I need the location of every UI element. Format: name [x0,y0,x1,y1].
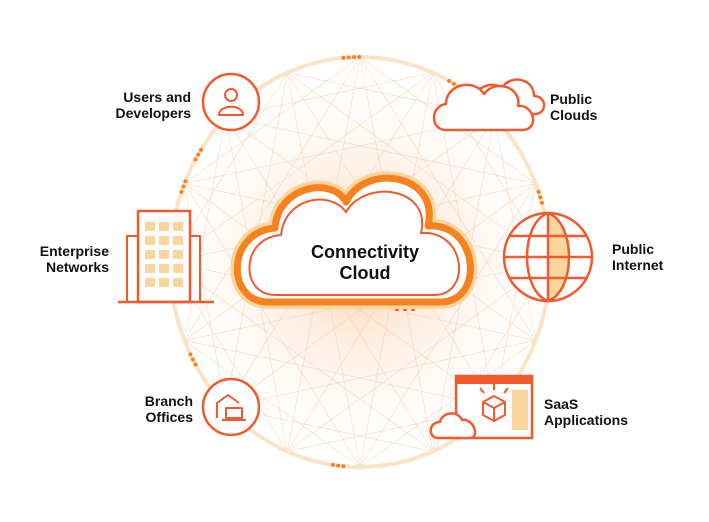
connector-dot [357,55,362,60]
building-window [145,278,155,287]
building-window [159,264,169,273]
app-window-box-icon [429,374,534,440]
clouds-label: Public Clouds [550,91,597,123]
connector-dot [188,352,193,357]
users-label-line2: Developers [115,105,191,121]
building-window [145,250,155,259]
connector-dot [193,157,198,162]
connector-dot [447,78,452,83]
saas-label: SaaS Applications [544,396,628,428]
mesh-line [225,72,433,118]
branch-node [201,377,261,437]
connector-dot [199,147,204,152]
building-window [159,236,169,245]
user-icon [217,88,245,116]
center-label-line2: Cloud [339,263,391,283]
saas-label-line2: Applications [544,412,629,428]
connector-dot [193,362,198,367]
users-label-line1: Users and [123,89,191,105]
globe-icon [502,211,594,303]
enterprise-label: Enterprise Networks [40,243,109,275]
connector-dot [196,152,201,157]
connector-dot [341,55,346,60]
connector-dot [336,463,341,468]
building-window [159,278,169,287]
internet-label: Public Internet [612,241,663,273]
building-window [173,250,183,259]
small-cloud-icon [429,412,477,440]
building-window [145,222,155,231]
connector-dot [538,195,543,200]
mesh-line [184,340,361,468]
saas-label-line1: SaaS [544,396,579,412]
building-window [173,278,183,287]
connector-dot [190,357,195,362]
connector-dot [181,184,186,189]
home-laptop-icon [216,394,246,421]
connector-dot [539,200,544,205]
internet-label-line2: Internet [612,257,664,273]
office-building-icon [118,209,214,304]
branch-label-line1: Branch [144,393,193,409]
internet-label-line1: Public [612,241,655,257]
connector-dot [330,462,335,467]
building-window [173,222,183,231]
mesh-line [184,183,226,408]
connector-dot [179,189,184,194]
users-label: Users and Developers [116,89,191,121]
clouds-label-line1: Public [550,91,593,107]
center-label: Connectivity Cloud [270,242,460,284]
branch-label: Branch Offices [145,393,193,425]
building-window [159,250,169,259]
users-node [201,72,261,132]
mesh-line [359,56,536,341]
mesh-line [359,340,536,468]
connector-dot [451,81,456,86]
connectivity-cloud-icon [230,171,478,309]
connector-dot [341,464,346,469]
clouds-label-line2: Clouds [550,107,598,123]
connector-dot [352,55,357,60]
building-window [159,222,169,231]
clouds-icon [432,78,546,132]
branch-label-line2: Offices [145,409,193,425]
connector-dot [183,179,188,184]
enterprise-label-line2: Networks [45,259,109,275]
connector-dot [346,55,351,60]
building-window [173,264,183,273]
connector-dot [536,189,541,194]
building-window [173,236,183,245]
building-window [145,264,155,273]
building-window [145,236,155,245]
mesh-line [359,183,536,468]
mesh-line [225,406,433,452]
center-label-line1: Connectivity [310,242,420,262]
enterprise-label-line1: Enterprise [39,243,109,259]
mesh-line [184,56,361,184]
